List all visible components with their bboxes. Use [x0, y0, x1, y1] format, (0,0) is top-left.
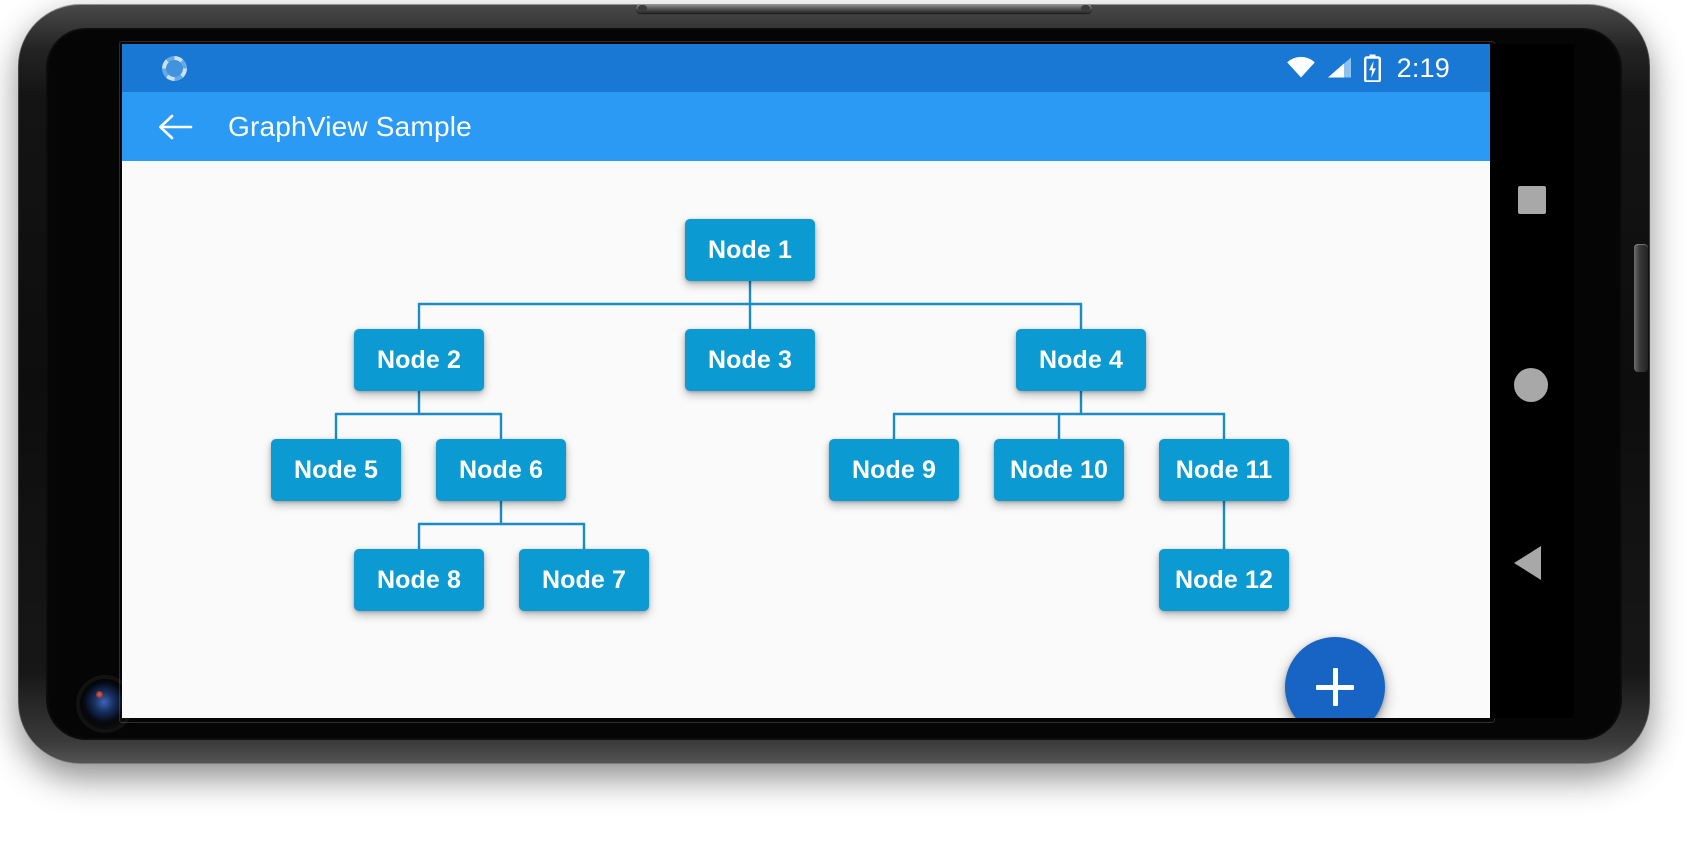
graph-node-label: Node 7 — [542, 565, 626, 594]
add-node-fab[interactable] — [1285, 637, 1385, 718]
battery-charging-icon — [1363, 54, 1381, 82]
front-camera-icon — [80, 679, 130, 729]
graph-node-label: Node 10 — [1010, 455, 1108, 484]
home-button[interactable] — [1514, 368, 1548, 402]
graph-node-label: Node 9 — [852, 455, 936, 484]
graph-edges — [334, 279, 1226, 551]
cellular-signal-icon — [1327, 57, 1351, 78]
status-bar-left-icons — [122, 55, 187, 81]
power-button[interactable] — [1634, 244, 1648, 372]
graph-node-label: Node 1 — [708, 235, 792, 264]
graph-node-node7[interactable]: Node 7 — [519, 549, 649, 611]
graph-node-node10[interactable]: Node 10 — [994, 439, 1124, 501]
app-bar: GraphView Sample — [122, 92, 1490, 161]
page-title: GraphView Sample — [228, 110, 472, 142]
status-bar: 2:19 — [122, 44, 1490, 92]
graph-node-label: Node 5 — [294, 455, 378, 484]
graph-node-node8[interactable]: Node 8 — [354, 549, 484, 611]
recents-button[interactable] — [1518, 186, 1546, 214]
graph-node-label: Node 2 — [377, 345, 461, 374]
graph-node-node2[interactable]: Node 2 — [354, 329, 484, 391]
wifi-icon — [1286, 56, 1315, 78]
graph-node-label: Node 6 — [459, 455, 543, 484]
graph-node-node11[interactable]: Node 11 — [1159, 439, 1289, 501]
graph-node-node6[interactable]: Node 6 — [436, 439, 566, 501]
graph-node-label: Node 4 — [1039, 345, 1123, 374]
graph-node-node9[interactable]: Node 9 — [829, 439, 959, 501]
graph-node-label: Node 12 — [1175, 565, 1273, 594]
sync-spinner-icon — [162, 55, 187, 81]
graph-node-label: Node 8 — [377, 565, 461, 594]
graph-node-node3[interactable]: Node 3 — [685, 329, 815, 391]
graph-node-label: Node 3 — [708, 345, 792, 374]
status-bar-right-icons: 2:19 — [1286, 53, 1490, 84]
earpiece-speaker — [636, 4, 1092, 13]
graph-node-node5[interactable]: Node 5 — [271, 439, 401, 501]
back-button[interactable] — [148, 100, 202, 154]
back-nav-button[interactable] — [1514, 546, 1541, 580]
graph-node-node12[interactable]: Node 12 — [1159, 549, 1289, 611]
phone-screen: 2:19 GraphView Sample Node 1 Node 2 Node 3… — [122, 44, 1490, 718]
graph-canvas[interactable]: Node 1 Node 2 Node 3 Node 4 Node 5 Node 6 Node… — [122, 161, 1490, 718]
graph-node-node4[interactable]: Node 4 — [1016, 329, 1146, 391]
arrow-back-icon — [159, 114, 193, 139]
graph-node-label: Node 11 — [1175, 455, 1273, 484]
status-bar-clock: 2:19 — [1396, 52, 1450, 83]
plus-icon-vertical — [1332, 668, 1338, 706]
graph-node-node1[interactable]: Node 1 — [685, 219, 815, 281]
